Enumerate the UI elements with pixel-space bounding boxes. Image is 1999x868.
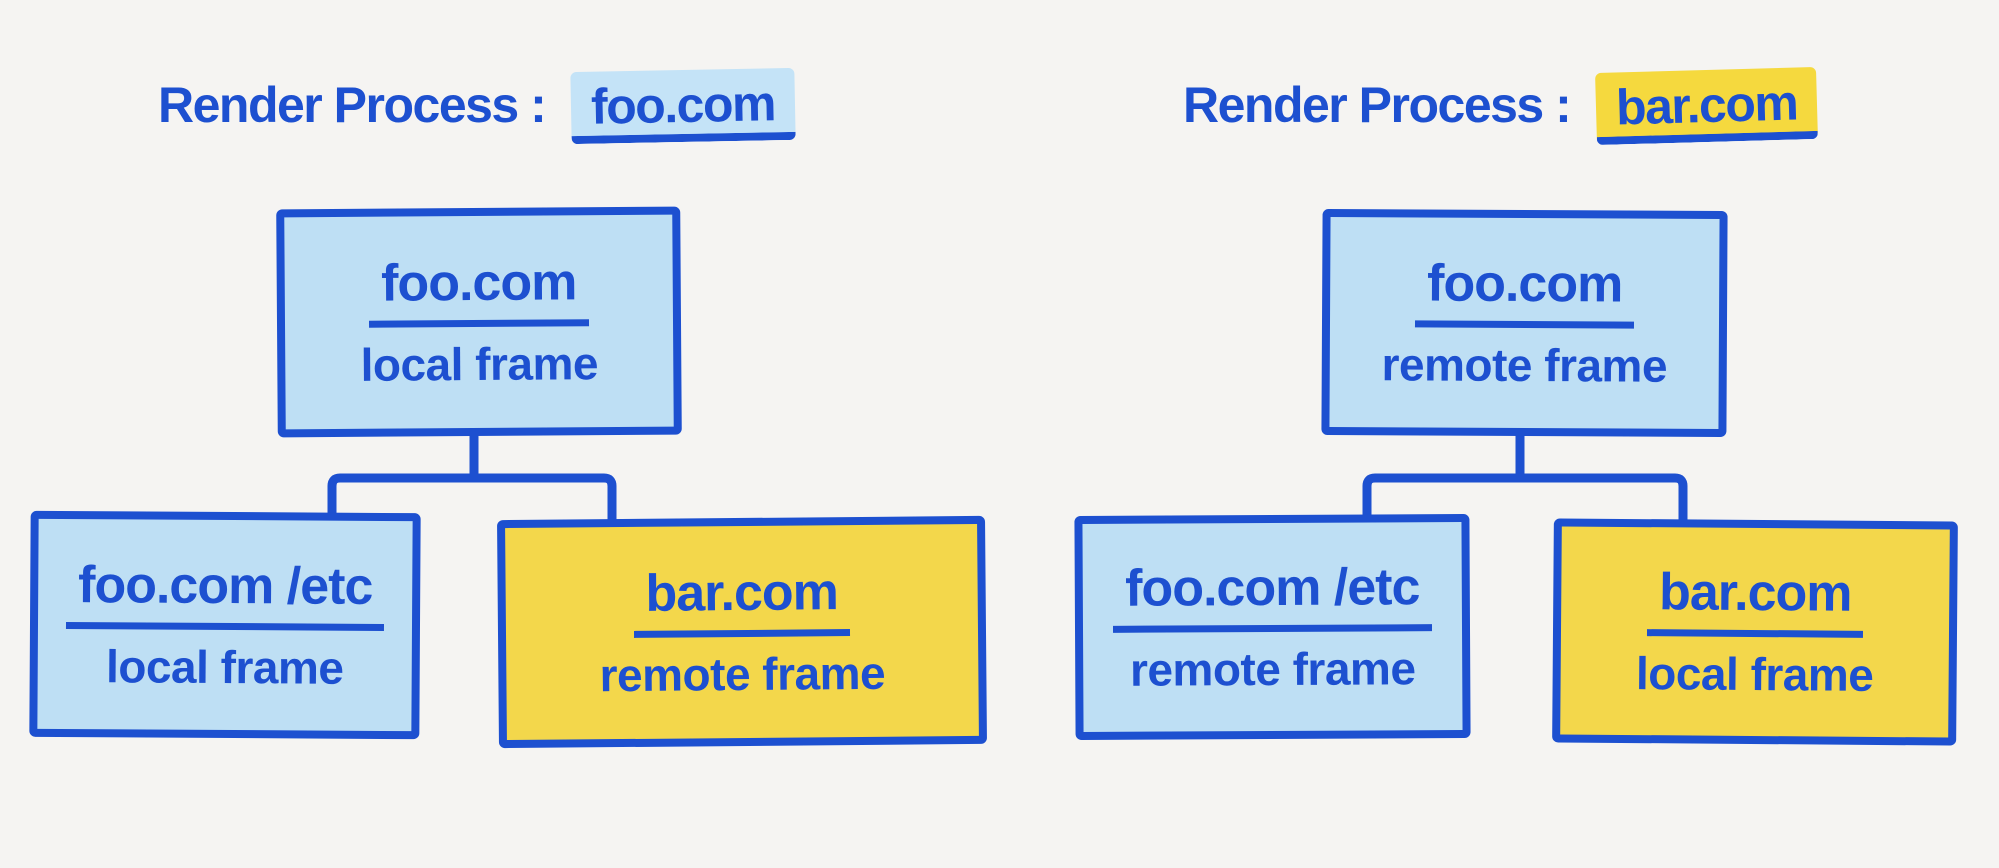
frame-domain: bar.com: [633, 563, 851, 638]
frame-domain: bar.com: [1646, 563, 1864, 638]
frame-domain: foo.com: [368, 253, 589, 328]
frame-type-label: local frame: [360, 337, 599, 391]
frame-domain: foo.com: [1414, 254, 1635, 329]
frame-node-child-bar: bar.com remote frame: [497, 515, 987, 749]
title-domain-highlight-bar: bar.com: [1595, 66, 1819, 146]
frame-type-label: remote frame: [1381, 338, 1668, 392]
render-process-title-foo: Render Process : foo.com: [158, 67, 796, 145]
frame-node-root-foo-remote: foo.com remote frame: [1321, 208, 1728, 438]
frame-node-child-foo-etc-remote: foo.com /etc remote frame: [1074, 513, 1471, 741]
frame-node-child-foo-etc: foo.com /etc local frame: [29, 510, 421, 740]
tree-connector-left: [327, 423, 617, 527]
frame-node-child-bar-local: bar.com local frame: [1552, 518, 1958, 746]
frame-type-label: remote frame: [599, 646, 886, 702]
tree-connector-right: [1362, 423, 1688, 529]
frame-type-label: remote frame: [1129, 642, 1416, 696]
title-prefix: Render Process :: [158, 77, 547, 133]
frame-type-label: local frame: [1635, 647, 1874, 701]
title-domain-highlight-foo: foo.com: [570, 67, 796, 145]
frame-domain: foo.com /etc: [1113, 558, 1432, 633]
frame-domain: foo.com /etc: [65, 556, 385, 631]
title-prefix: Render Process :: [1183, 77, 1572, 133]
frame-node-root-foo: foo.com local frame: [276, 206, 682, 438]
frame-type-label: local frame: [105, 640, 344, 694]
render-process-title-bar: Render Process : bar.com: [1183, 66, 1819, 146]
